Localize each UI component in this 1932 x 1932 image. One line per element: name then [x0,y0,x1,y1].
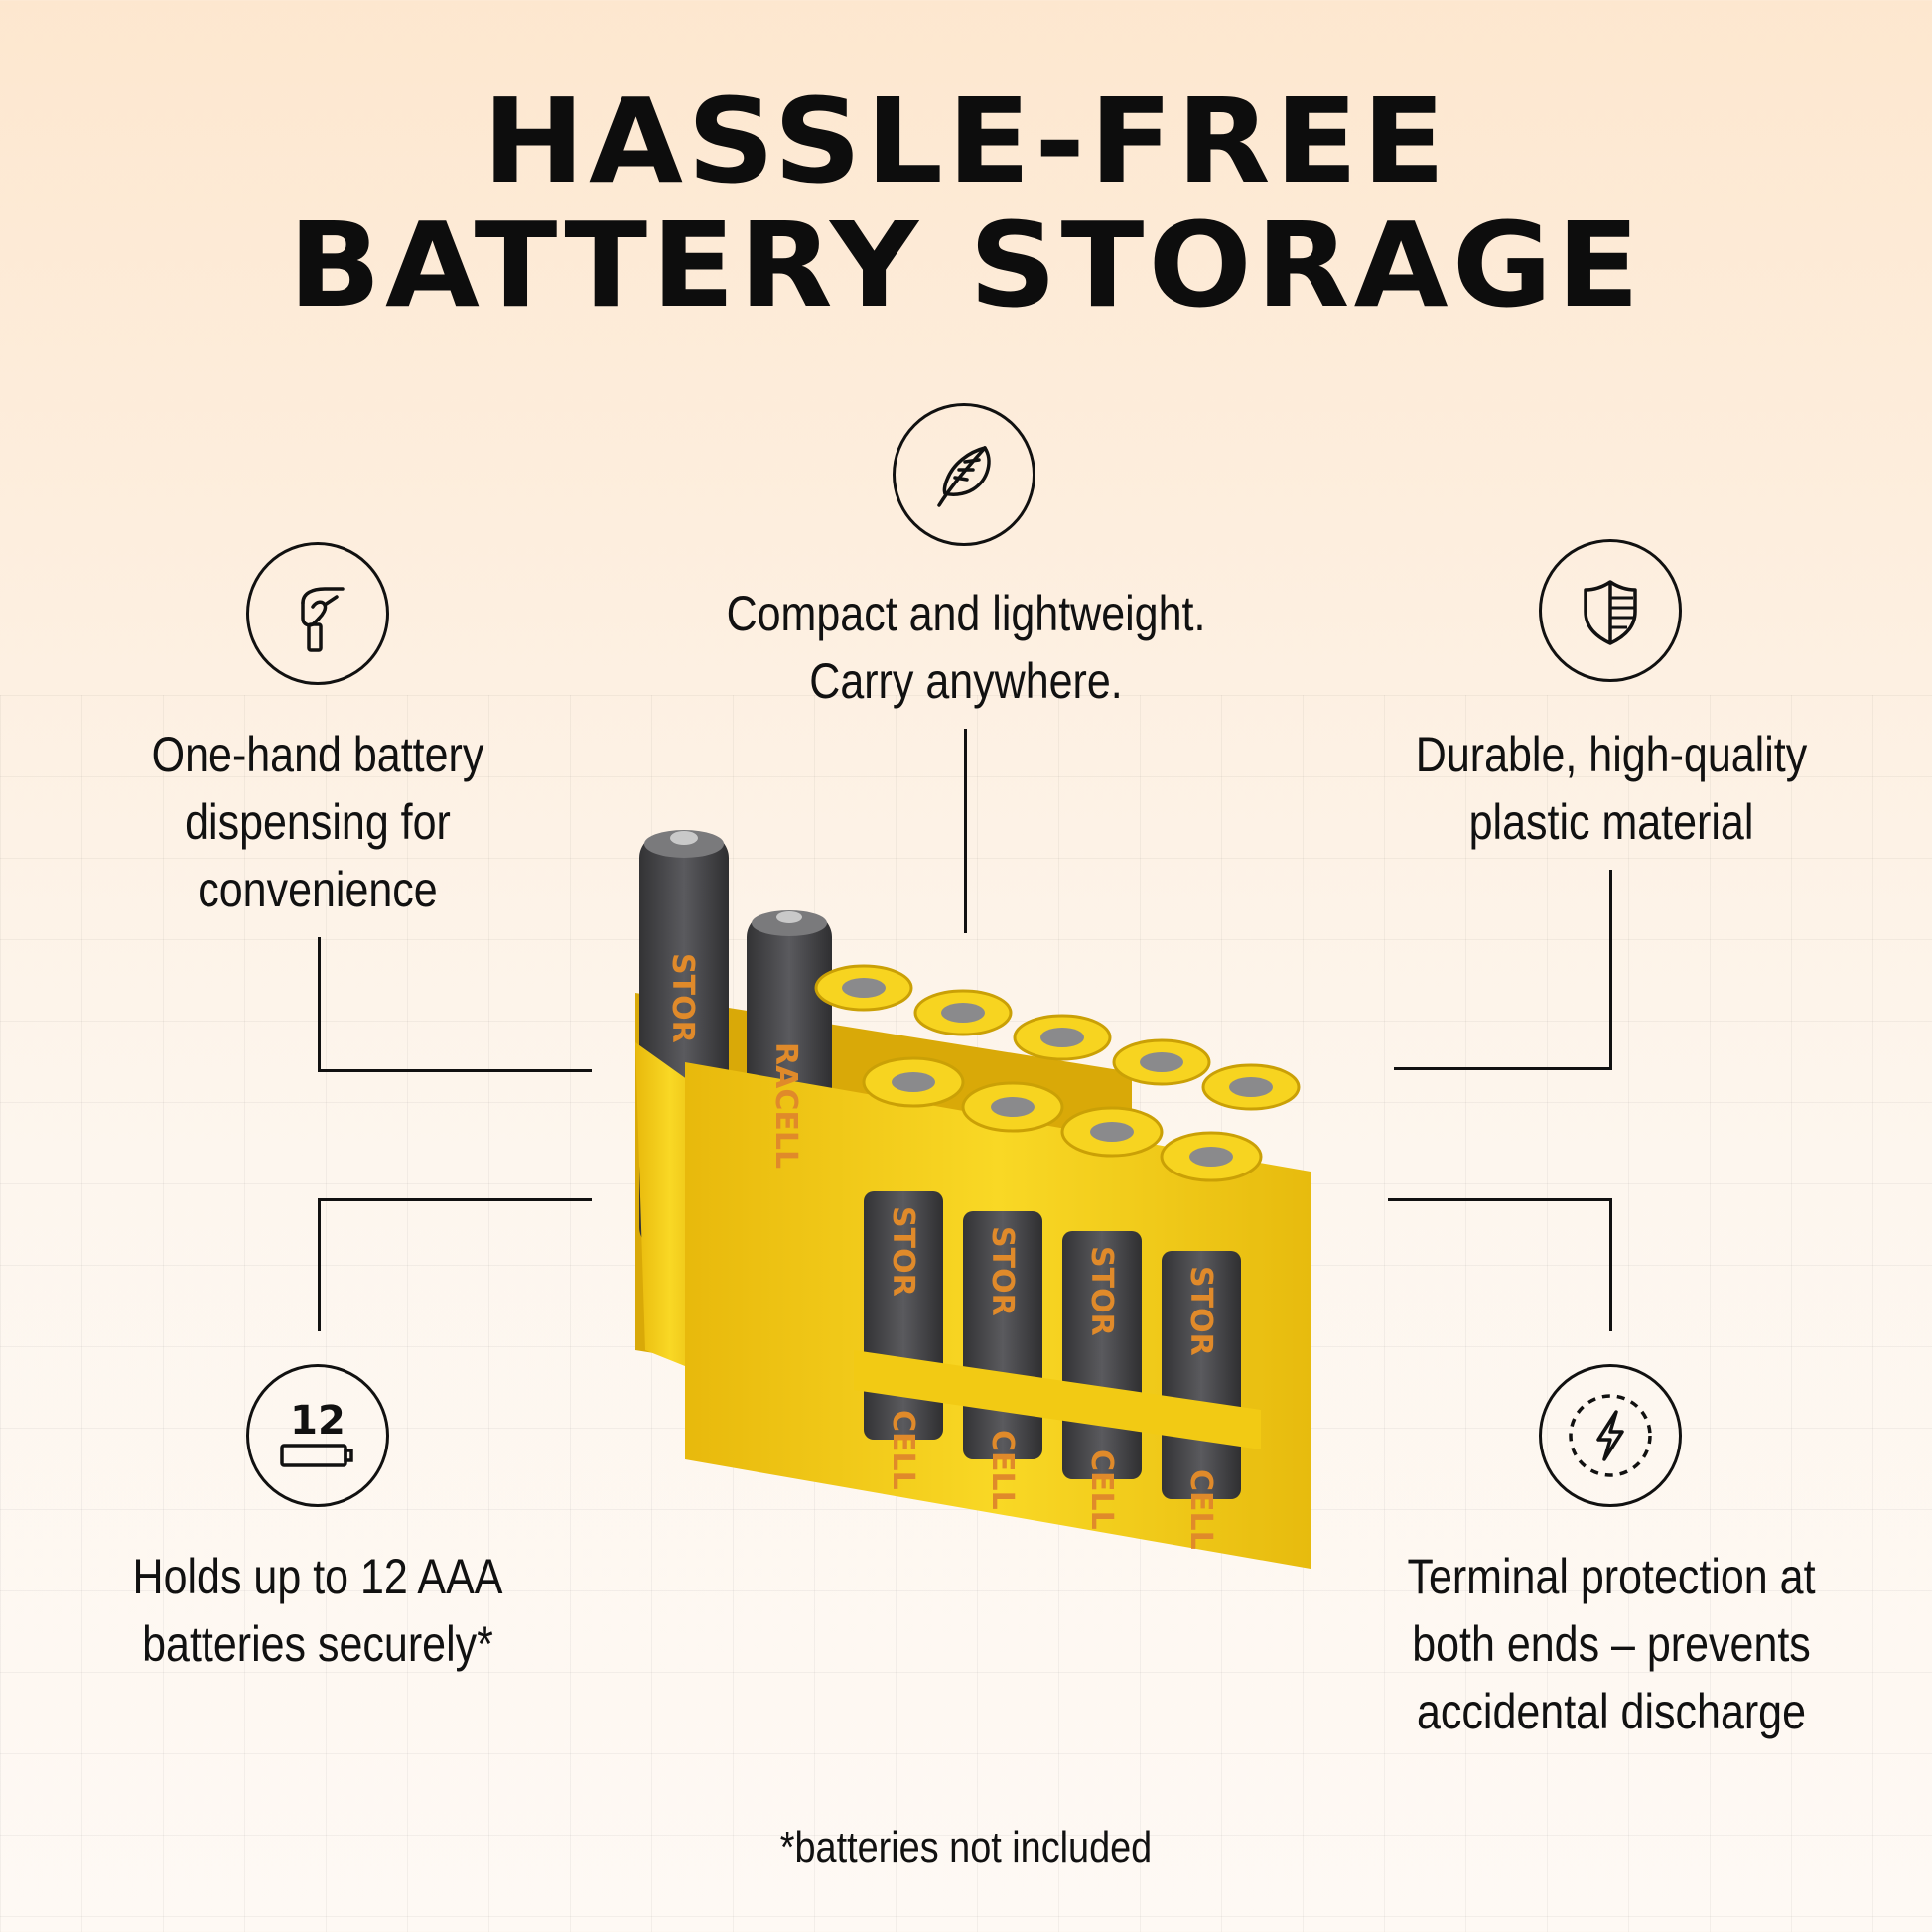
connector-line-one-hand-h [318,1069,592,1072]
footnote: *batteries not included [779,1823,1153,1871]
connector-line-holds-v [318,1198,321,1331]
svg-text:STOR: STOR [1183,1266,1218,1356]
connector-line-durable-h [1394,1067,1612,1070]
svg-text:STOR: STOR [886,1206,920,1297]
feature-compact-text: Compact and lightweight. Carry anywhere. [710,580,1222,715]
feature-one-hand-line1: One-hand battery [151,727,484,782]
connector-line-holds-h [318,1198,592,1201]
feature-one-hand-text: One-hand battery dispensing for convenie… [121,721,514,923]
feature-holds-text: Holds up to 12 AAA batteries securely* [130,1543,505,1678]
svg-text:STOR: STOR [1084,1246,1119,1336]
battery-holder-product-image: STOR CELL STOR CELL STOR CELL STOR CELL … [616,814,1370,1574]
feature-terminal-line2: both ends – prevents [1412,1616,1811,1672]
battery-count-number: 12 [290,1398,345,1444]
connector-line-compact [964,729,967,933]
feature-one-hand-line3: convenience [198,862,438,917]
hand-dispense-icon [246,542,389,685]
shield-icon [1539,539,1682,682]
connector-line-durable-v [1609,870,1612,1070]
feature-durable-text: Durable, high-quality plastic material [1364,721,1860,856]
feature-compact-line2: Carry anywhere. [809,653,1123,709]
feature-compact-line1: Compact and lightweight. [726,586,1206,641]
feather-icon [893,403,1035,546]
feature-holds-line1: Holds up to 12 AAA [132,1549,503,1604]
battery-count-icon: 12 [246,1364,389,1507]
headline-line-2: BATTERY STORAGE [288,197,1644,334]
svg-text:STOR: STOR [665,953,700,1043]
feature-durable-line1: Durable, high-quality [1415,727,1808,782]
feature-holds-line2: batteries securely* [142,1616,493,1672]
feature-terminal-line3: accidental discharge [1416,1684,1807,1739]
connector-line-terminal-h [1388,1198,1612,1201]
feature-terminal-text: Terminal protection at both ends – preve… [1372,1543,1851,1745]
svg-text:STOR: STOR [985,1226,1020,1316]
svg-text:CELL: CELL [1084,1449,1119,1530]
headline-line-1: HASSLE-FREE [483,72,1449,209]
feature-durable-line2: plastic material [1468,794,1754,850]
feature-terminal-line1: Terminal protection at [1407,1549,1816,1604]
svg-text:CELL: CELL [1183,1469,1218,1550]
lightning-protection-icon [1539,1364,1682,1507]
connector-line-terminal-v [1609,1198,1612,1331]
battery-outline-icon [280,1444,353,1467]
feature-one-hand-line2: dispensing for [185,794,451,850]
svg-text:CELL: CELL [985,1430,1020,1510]
svg-text:RACELL: RACELL [768,1042,803,1169]
svg-text:CELL: CELL [886,1410,920,1490]
connector-line-one-hand-v [318,937,321,1072]
